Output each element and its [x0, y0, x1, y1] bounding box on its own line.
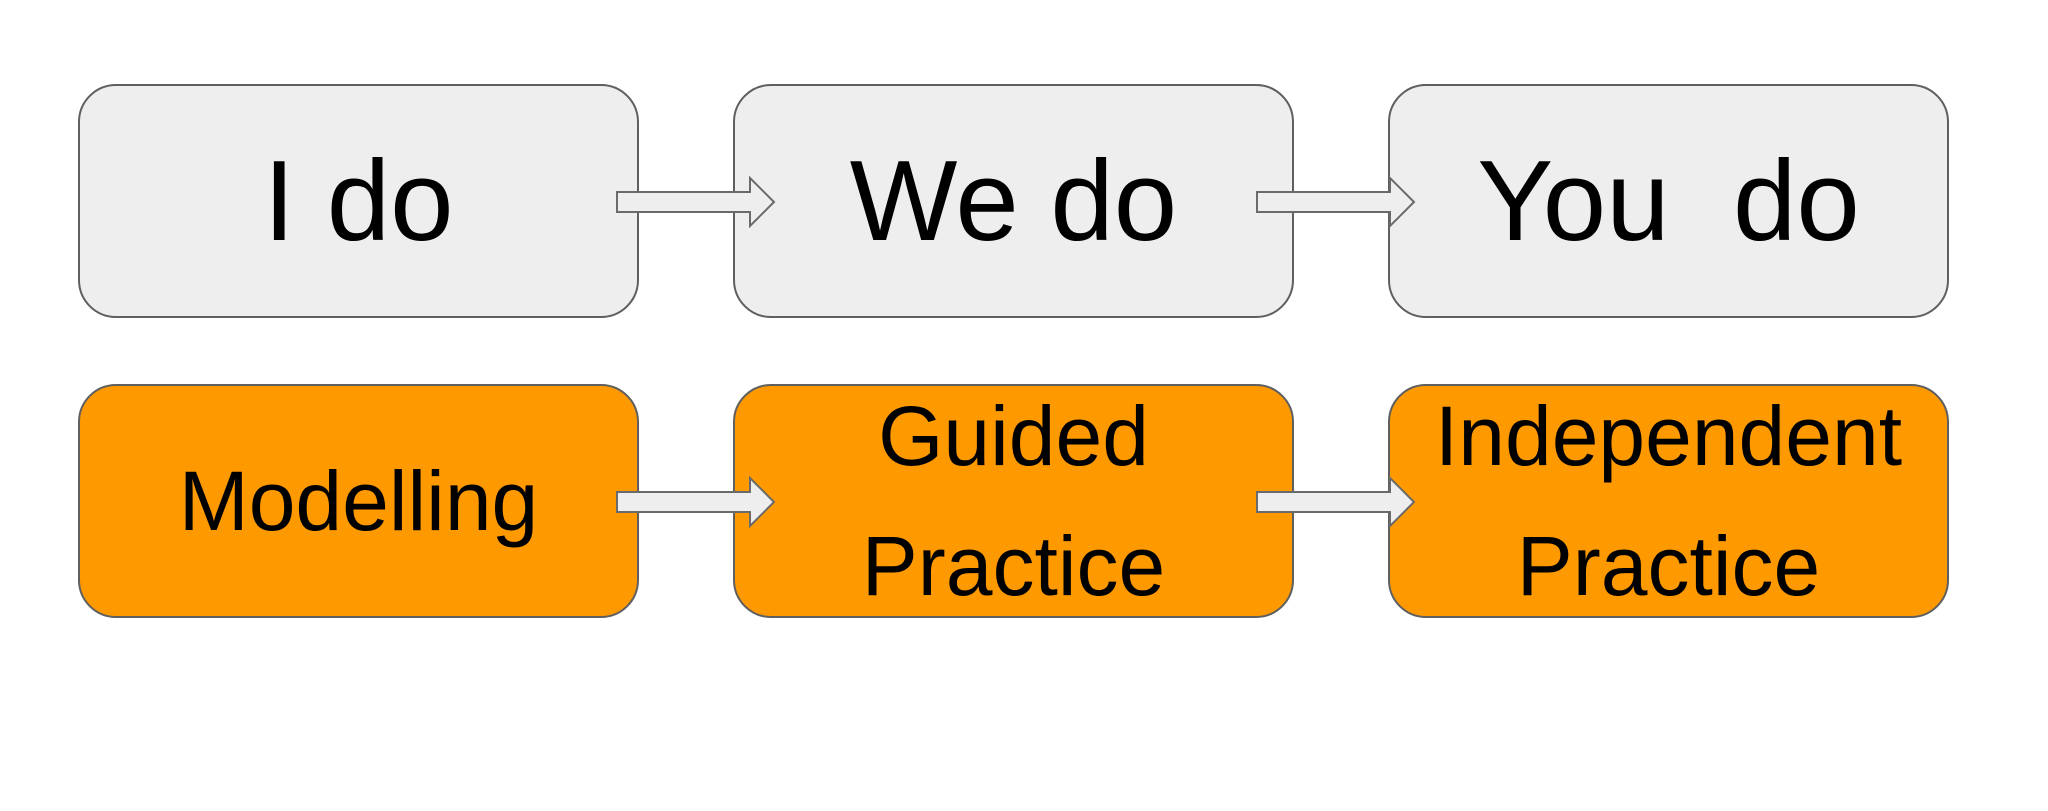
modelling-label: Modelling [178, 454, 539, 548]
guided-label: Guided [878, 389, 1149, 483]
practice-label: Practice [861, 519, 1166, 613]
independent-label: Independent [1434, 389, 1903, 483]
independent-practice-box: Independent Practice [1388, 384, 1949, 618]
right-arrow-icon [616, 176, 776, 228]
you-do-label: You do [1477, 138, 1860, 265]
right-arrow-icon [616, 476, 776, 528]
i-do-box: I do [78, 84, 639, 318]
practice-label: Practice [1516, 519, 1821, 613]
right-arrow-icon [1256, 176, 1416, 228]
right-arrow-icon [1256, 476, 1416, 528]
modelling-box: Modelling [78, 384, 639, 618]
i-do-label: I do [263, 138, 454, 265]
we-do-label: We do [849, 138, 1178, 265]
guided-practice-box: Guided Practice [733, 384, 1294, 618]
we-do-box: We do [733, 84, 1294, 318]
you-do-box: You do [1388, 84, 1949, 318]
